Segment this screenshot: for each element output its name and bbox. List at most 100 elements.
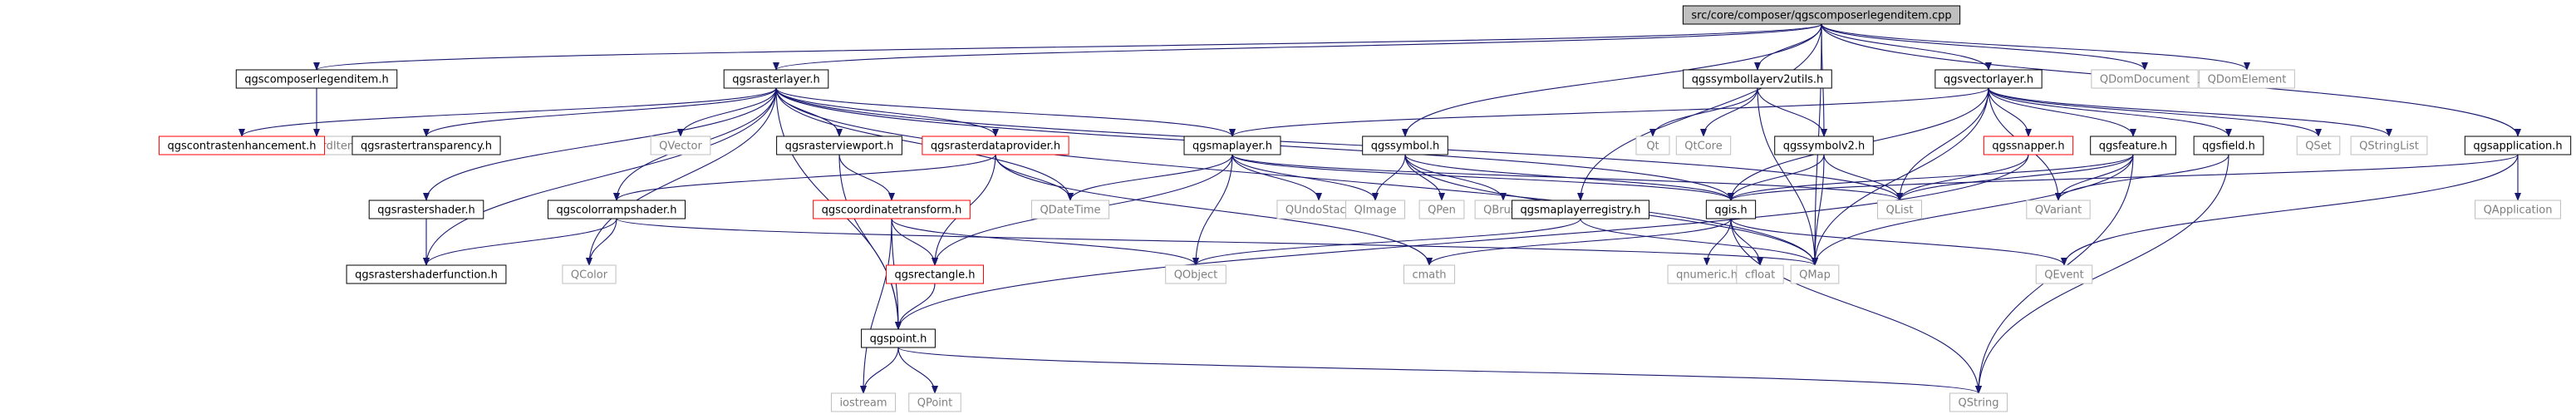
node-rastertransparency[interactable]: qgsrastertransparency.h (351, 136, 501, 155)
edge-point-to-qpoint (897, 347, 938, 394)
node-cli_h[interactable]: qgscomposerlegenditem.h (235, 69, 398, 89)
node-label-rastershader: qgsrastershader.h (377, 205, 475, 217)
edge-vectorlayer-to-feature (1988, 87, 2136, 137)
node-snapper[interactable]: qgssnapper.h (1983, 136, 2074, 155)
node-box-cfloat (1736, 264, 1784, 284)
node-label-rasterviewport: qgsrasterviewport.h (785, 140, 894, 153)
node-point[interactable]: qgspoint.h (861, 328, 936, 348)
node-label-qvariant: QVariant (2035, 205, 2082, 217)
node-symbolv2[interactable]: qgssymbolv2.h (1774, 136, 1874, 155)
node-contrastenh[interactable]: qgscontrastenhancement.h (158, 136, 326, 155)
node-label-qimage: QImage (1354, 205, 1397, 217)
node-box-rastershader (368, 200, 484, 219)
node-qvector: QVector (650, 136, 711, 155)
node-label-qdomelement: QDomElement (2208, 74, 2287, 86)
edge-symbollayerv2utils-to-qmap (1757, 87, 1818, 266)
node-label-coordtransform: qgscoordinatetransform.h (822, 205, 962, 217)
node-box-qpoint (908, 392, 961, 412)
edge-root-to-qdomdocument (1821, 23, 2148, 71)
node-label-qset: QSet (2305, 140, 2332, 153)
node-label-qstring: QString (1958, 397, 1998, 410)
node-maplayer[interactable]: qgsmaplayer.h (1183, 136, 1281, 155)
node-maplayerregistry[interactable]: qgsmaplayerregistry.h (1512, 200, 1649, 219)
node-label-cli_h: qgscomposerlegenditem.h (244, 74, 388, 86)
node-box-qimage (1345, 200, 1405, 219)
edge-maplayerregistry-to-qobject (1192, 218, 1581, 266)
edge-rasterlayer-to-contrastenh (238, 87, 777, 137)
edge-point-to-qstring (897, 347, 1982, 394)
node-box-qvariant (2026, 200, 2091, 219)
node-colorrampshader[interactable]: qgscolorrampshader.h (547, 200, 686, 219)
node-rastershader[interactable]: qgsrastershader.h (368, 200, 484, 219)
node-box-root (1682, 5, 1961, 25)
node-box-maplayerregistry (1512, 200, 1649, 219)
node-field[interactable]: qgsfield.h (2193, 136, 2264, 155)
edge-symbolv2-to-qlist (1823, 154, 1903, 201)
node-label-cmath: cmath (1412, 269, 1446, 282)
node-layer: src/core/composer/qgscomposerlegenditem.… (158, 5, 2572, 412)
node-label-application: qgsapplication.h (2473, 140, 2562, 153)
edge-application-to-qevent (2061, 154, 2519, 266)
node-symbol[interactable]: qgssymbol.h (1362, 136, 1448, 155)
edge-coordtransform-to-iostream (860, 218, 892, 394)
node-rasterdataprovider[interactable]: qgsrasterdataprovider.h (922, 136, 1069, 155)
node-qstring: QString (1949, 392, 2008, 412)
edge-rasterlayer-to-rasterviewport (775, 87, 843, 137)
node-box-qvector (650, 136, 711, 155)
node-box-qdomdocument (2091, 69, 2199, 89)
edge-vectorlayer-to-qmap (1812, 87, 1989, 266)
node-qtcore: QtCore (1675, 136, 1732, 155)
node-label-rastershaderfunction: qgsrastershaderfunction.h (355, 269, 498, 282)
node-label-qdatetime: QDateTime (1040, 205, 1100, 217)
node-box-application (2464, 136, 2572, 155)
node-rectangle[interactable]: qgsrectangle.h (885, 264, 985, 284)
edge-application-to-qgis (1728, 154, 2519, 201)
node-box-cli_h (235, 69, 398, 89)
edge-root-to-cli_h (313, 23, 1822, 71)
edge-symbol-to-qpen (1404, 154, 1445, 201)
node-box-cmath (1403, 264, 1456, 284)
node-application[interactable]: qgsapplication.h (2464, 136, 2572, 155)
node-root[interactable]: src/core/composer/qgscomposerlegenditem.… (1682, 5, 1961, 25)
node-box-qpen (1418, 200, 1465, 219)
node-rasterviewport[interactable]: qgsrasterviewport.h (776, 136, 902, 155)
node-box-qset (2296, 136, 2341, 155)
edge-point-to-iostream (860, 347, 899, 394)
node-label-field: qgsfield.h (2202, 140, 2255, 153)
node-rastershaderfunction[interactable]: qgsrastershaderfunction.h (346, 264, 507, 284)
node-qimage: QImage (1345, 200, 1405, 219)
node-label-maplayerregistry: qgsmaplayerregistry.h (1521, 205, 1641, 217)
node-box-contrastenh (158, 136, 326, 155)
edge-rasterdataprovider-to-qdatetime (995, 154, 1074, 201)
node-qgis[interactable]: qgis.h (1705, 200, 1757, 219)
node-label-qpen: QPen (1428, 205, 1456, 217)
node-box-snapper (1983, 136, 2074, 155)
node-label-rasterlayer: qgsrasterlayer.h (732, 74, 820, 86)
node-box-qobject (1165, 264, 1227, 284)
node-box-symbol (1362, 136, 1448, 155)
edge-colorrampshader-to-qcolor (586, 218, 617, 266)
node-box-field (2193, 136, 2264, 155)
node-box-coordtransform (813, 200, 971, 219)
node-feature[interactable]: qgsfeature.h (2090, 136, 2176, 155)
edge-rasterviewport-to-coordtransform (838, 154, 895, 201)
edge-vectorlayer-to-qlist (1896, 87, 1989, 201)
node-label-qcolor: QColor (571, 269, 608, 282)
node-box-qlist (1877, 200, 1922, 219)
node-qdatetime: QDateTime (1030, 200, 1110, 219)
edge-maplayer-to-qobject (1192, 154, 1233, 266)
node-vectorlayer[interactable]: qgsvectorlayer.h (1934, 69, 2043, 89)
edge-symbollayerv2utils-to-qt (1649, 87, 1758, 137)
node-qpen: QPen (1418, 200, 1465, 219)
node-coordtransform[interactable]: qgscoordinatetransform.h (813, 200, 971, 219)
node-qapplication: QApplication (2475, 200, 2561, 219)
node-qcolor: QColor (562, 264, 617, 284)
node-box-rastershaderfunction (346, 264, 507, 284)
node-symbollayerv2utils[interactable]: qgssymbollayerv2utils.h (1683, 69, 1832, 89)
node-rasterlayer[interactable]: qgsrasterlayer.h (723, 69, 829, 89)
edge-symbollayerv2utils-to-symbolv2 (1757, 87, 1827, 137)
node-box-qdatetime (1030, 200, 1110, 219)
node-label-qnumeric: qnumeric.h (1676, 269, 1738, 282)
edge-qgis-to-qstring (1730, 218, 1982, 394)
